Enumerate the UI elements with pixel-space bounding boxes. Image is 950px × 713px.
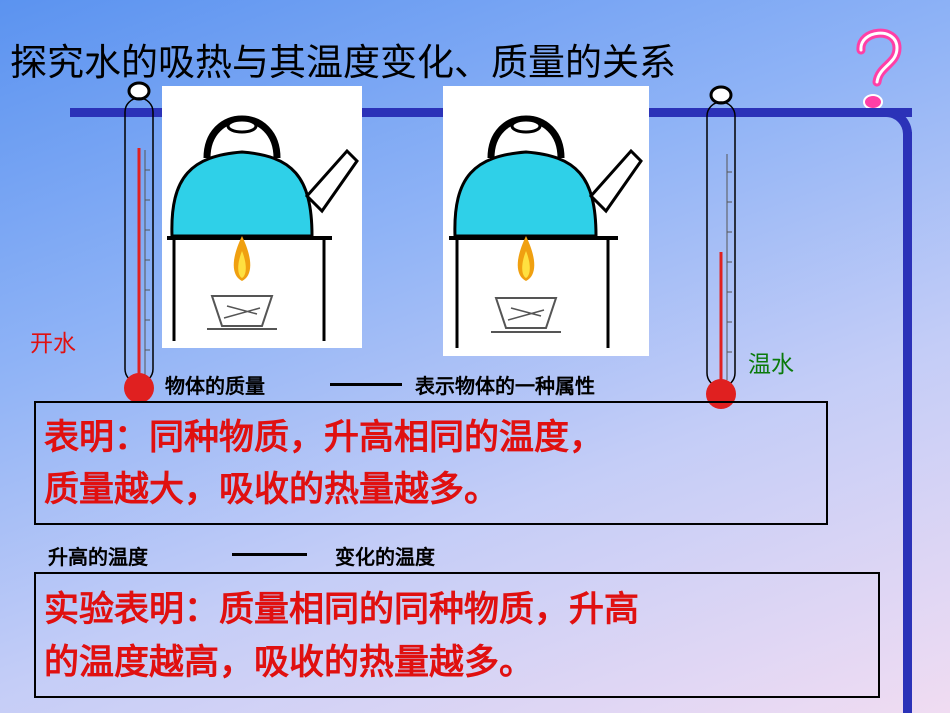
kettle-image-left <box>162 86 362 348</box>
frame-right-line <box>903 132 912 713</box>
left-thermometer-icon <box>124 81 154 403</box>
conclusion-box-1: 表明：同种物质，升高相同的温度， 质量越大，吸收的热量越多。 <box>34 401 828 525</box>
mass-dash <box>330 383 402 386</box>
mass-term: 物体的质量 <box>165 374 265 398</box>
temp-raise-term: 升高的温度 <box>48 545 148 569</box>
right-thermometer-icon <box>706 85 736 409</box>
mass-definition: 表示物体的一种属性 <box>415 374 595 398</box>
frame-corner <box>880 108 912 140</box>
conclusion-1-line-2: 质量越大，吸收的热量越多。 <box>44 469 500 510</box>
conclusion-1-line-1: 表明：同种物质，升高相同的温度， <box>44 417 605 458</box>
conclusion-2-line-2: 的温度越高，吸收的热量越多。 <box>44 642 535 683</box>
page-title: 探究水的吸热与其温度变化、质量的关系 <box>10 41 676 84</box>
question-mark-icon <box>856 28 902 110</box>
left-thermometer-label: 开水 <box>30 331 76 357</box>
kettle-image-right <box>443 86 649 356</box>
conclusion-2-line-1: 实验表明：质量相同的同种物质，升高 <box>44 589 640 630</box>
temp-change-term: 变化的温度 <box>335 545 435 569</box>
temp-dash <box>232 553 307 556</box>
right-thermometer-label: 温水 <box>748 352 794 378</box>
conclusion-box-2: 实验表明：质量相同的同种物质，升高 的温度越高，吸收的热量越多。 <box>34 572 880 698</box>
